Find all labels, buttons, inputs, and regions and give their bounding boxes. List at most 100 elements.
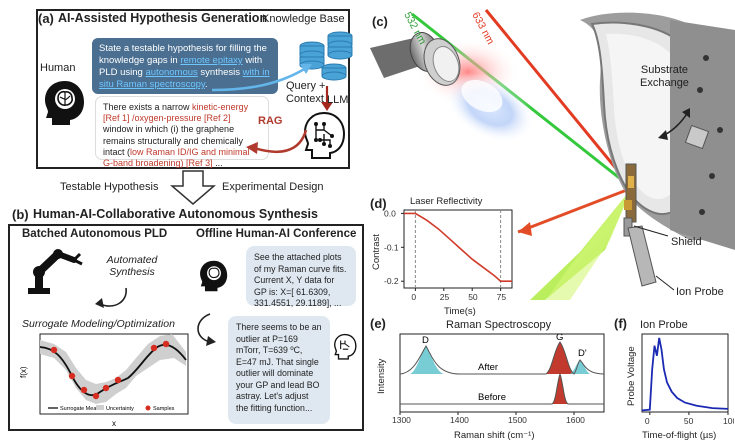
human-message: See the attached plots of my Raman curve… [246,246,356,308]
raman-after-label: After [478,362,498,373]
sample-point [68,372,76,380]
sample-point [80,386,88,394]
loop-arrow-right [197,313,216,346]
rag-arrow [246,129,308,154]
panel-f-label: (f) [614,316,627,331]
batched-title: Batched Autonomous PLD [22,228,168,240]
reflectivity-xtick: 0 [411,292,416,302]
ion-probe-xtick: 0 [645,416,650,426]
panel-a-title: AI-Assisted Hypothesis Generation [58,11,268,25]
substrate-holder [625,163,637,223]
ion-probe [627,225,657,287]
raman-before-line [400,372,604,405]
reflectivity-curve [404,212,512,282]
raman-before-label: Before [478,392,506,403]
raman-peak-dp-label: D' [578,348,587,359]
raman-xtick: 1500 [508,415,527,425]
surrogate-mean-line [39,344,187,397]
plasma-gun [370,32,461,86]
raman-after-d-peak [410,346,444,374]
ion-probe-xtick: 100 [723,416,734,426]
reflectivity-xtick: 50 [468,292,478,302]
automated-synthesis-label: Automated Synthesis [106,254,158,278]
ion-probe-chart: Ion Probe 0 50 100 Time-of-flight (µs) Pro… [626,319,734,441]
panel-b-label: (b) [12,207,29,222]
surrogate-uncertainty-band [40,334,186,404]
prompt-to-kb-arrow [211,64,312,92]
reflectivity-ylabel: Contrast [371,234,382,270]
sample-point [162,340,170,348]
legend-mean: Surrogate Mean [60,406,99,412]
llm-label: LLM [327,94,349,106]
testable-hypothesis-label: Testable Hypothesis [60,181,159,193]
sample-point [150,344,158,352]
ion-probe-frame [641,333,729,413]
reflectivity-chart: Laser Reflectivity 0 25 50 75 0.0 -0.1 -0.2 T… [371,196,513,317]
reflectivity-xtick: 25 [440,292,450,302]
kb-to-llm-arrow [321,86,333,111]
reflectivity-ytick: 0.0 [384,208,396,218]
raman-xtick: 1600 [566,415,585,425]
raman-after-g-peak [546,342,574,374]
human-head-icon [45,81,84,125]
reflectivity-xtick: 75 [497,292,507,302]
raman-title: Raman Spectroscopy [446,319,552,331]
response-bubble: There exists a narrow kinetic-energy [Re… [96,97,268,168]
sample-point [92,392,100,400]
surrogate-plot: f(x) x Surrogate Mean Uncertainty Sample… [19,333,189,428]
raman-xtick: 1400 [450,415,469,425]
reflectivity-xlabel: Time(s) [444,306,476,317]
raman-xlabel: Raman shift (cm⁻¹) [454,430,535,441]
rag-label: RAG [258,115,283,127]
conference-ai-icon [334,333,357,360]
chamber-illustration [370,9,735,300]
human-label: Human [40,62,76,74]
raman-ylabel: Intensity [376,358,387,394]
surrogate-legend: Surrogate Mean Uncertainty Samples [48,405,175,412]
raman-after-line [399,341,605,375]
ion-probe-curve [641,337,729,412]
sample-point [102,384,110,392]
ion-probe-xtick: 50 [684,416,694,426]
ion-probe-title: Ion Probe [640,319,688,331]
panel-b-title: Human-AI-Collaborative Autonomous Synthe… [33,207,318,221]
surrogate-label: Surrogate Modeling/Optimization [22,318,175,330]
mount-holes [697,55,723,215]
legend-samples: Samples [153,406,175,412]
panel-d-label: (d) [370,196,387,211]
shield-label: Shield [671,236,702,248]
conference-human-icon [200,260,228,292]
raman-peak-d-label: D [422,335,429,346]
raman-xticks: 1300 1400 1500 1600 [392,412,585,425]
query-label: Query + [286,80,326,92]
panel-a-label: (a) [38,11,54,26]
legend-uncertainty: Uncertainty [106,406,134,412]
ion-probe-label: Ion Probe [676,286,724,298]
reflectivity-ytick: -0.1 [384,242,399,252]
raman-after-dp-peak [570,360,590,374]
llm-head-icon [303,111,346,159]
surrogate-plot-frame [39,333,189,415]
ion-probe-xlabel: Time-of-flight (µs) [642,430,716,441]
shield-pointer [633,225,669,237]
ion-probe-ylabel: Probe Voltage [626,346,637,406]
conference-title: Offline Human-AI Conference [196,228,357,240]
raman-xtick: 1300 [392,415,411,425]
exchange-window [684,124,710,150]
down-arrow-icon [170,170,216,205]
panel-e-label: (e) [370,316,386,331]
reflectivity-title: Laser Reflectivity [410,196,483,207]
raman-before-g-peak [552,374,568,404]
experimental-design-label: Experimental Design [222,181,324,193]
substrate-exchange-label: Substrate Exchange [640,64,689,89]
surrogate-x-label: x [112,419,116,428]
probe-pointer [655,275,675,291]
sample-point [114,376,122,384]
kb-label: Knowledge Base [262,13,345,25]
red-reflection-arrow [517,186,633,234]
panel-c-label: (c) [372,14,388,29]
ai-message: There seems to be an outlier at P=169 mT… [228,316,330,424]
reflectivity-ytick: -0.2 [384,276,399,286]
loop-arrow-left [95,287,127,308]
robot-arm-icon [28,249,83,294]
